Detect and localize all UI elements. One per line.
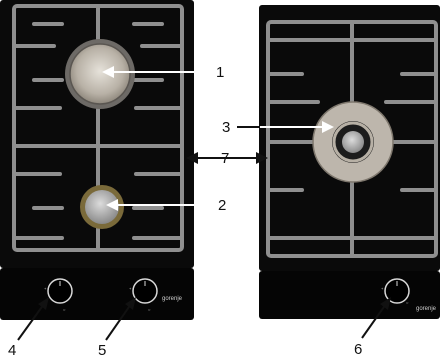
callout-1-arrowhead <box>102 66 114 78</box>
left-knob-1[interactable] <box>47 278 73 304</box>
callout-7-arrowhead-right <box>256 152 268 164</box>
callout-6-leader <box>361 303 387 339</box>
right-knob-max-mark: + <box>381 286 384 291</box>
callout-4-label: 4 <box>8 342 16 359</box>
right-brand-label: gorenje <box>416 306 437 312</box>
callout-5-label: 5 <box>98 342 106 359</box>
wok-burner <box>312 101 394 183</box>
large-burner <box>65 39 135 109</box>
left-knob-2-max-mark: + <box>129 286 132 291</box>
callout-3-label: 3 <box>222 119 230 136</box>
left-knob-2[interactable] <box>132 278 158 304</box>
left-hob: + ○ + ○ gorenje <box>0 0 194 320</box>
callout-2-label: 2 <box>218 197 226 214</box>
right-control-panel <box>259 271 440 319</box>
left-knob-2-min-mark: ○ <box>148 307 151 312</box>
small-burner <box>80 185 124 229</box>
callout-5-arrowhead <box>125 297 136 310</box>
left-control-panel <box>0 268 194 320</box>
callout-3-arrowhead <box>322 121 334 133</box>
left-knob-1-max-mark: + <box>44 286 47 291</box>
callout-7-arrowhead-left <box>186 152 198 164</box>
callout-6-label: 6 <box>354 341 362 358</box>
left-knob-1-min-mark: ○ <box>63 307 66 312</box>
left-brand-label: gorenje <box>162 296 183 302</box>
callout-5-leader <box>105 303 132 341</box>
right-knob-min-mark: ○ <box>406 300 409 305</box>
callout-7-label: 7 <box>221 150 229 167</box>
callout-arrows <box>17 66 391 341</box>
callout-2-arrowhead <box>106 199 118 211</box>
callout-6-arrowhead <box>380 297 391 310</box>
right-pan-support-grate <box>266 20 438 258</box>
callout-4-leader <box>17 303 45 341</box>
right-hob: + ○ gorenje <box>259 5 440 319</box>
callout-4-arrowhead <box>38 297 49 310</box>
callout-1-label: 1 <box>216 64 224 81</box>
callout-numbers: 1 2 3 4 5 6 7 <box>8 64 362 359</box>
